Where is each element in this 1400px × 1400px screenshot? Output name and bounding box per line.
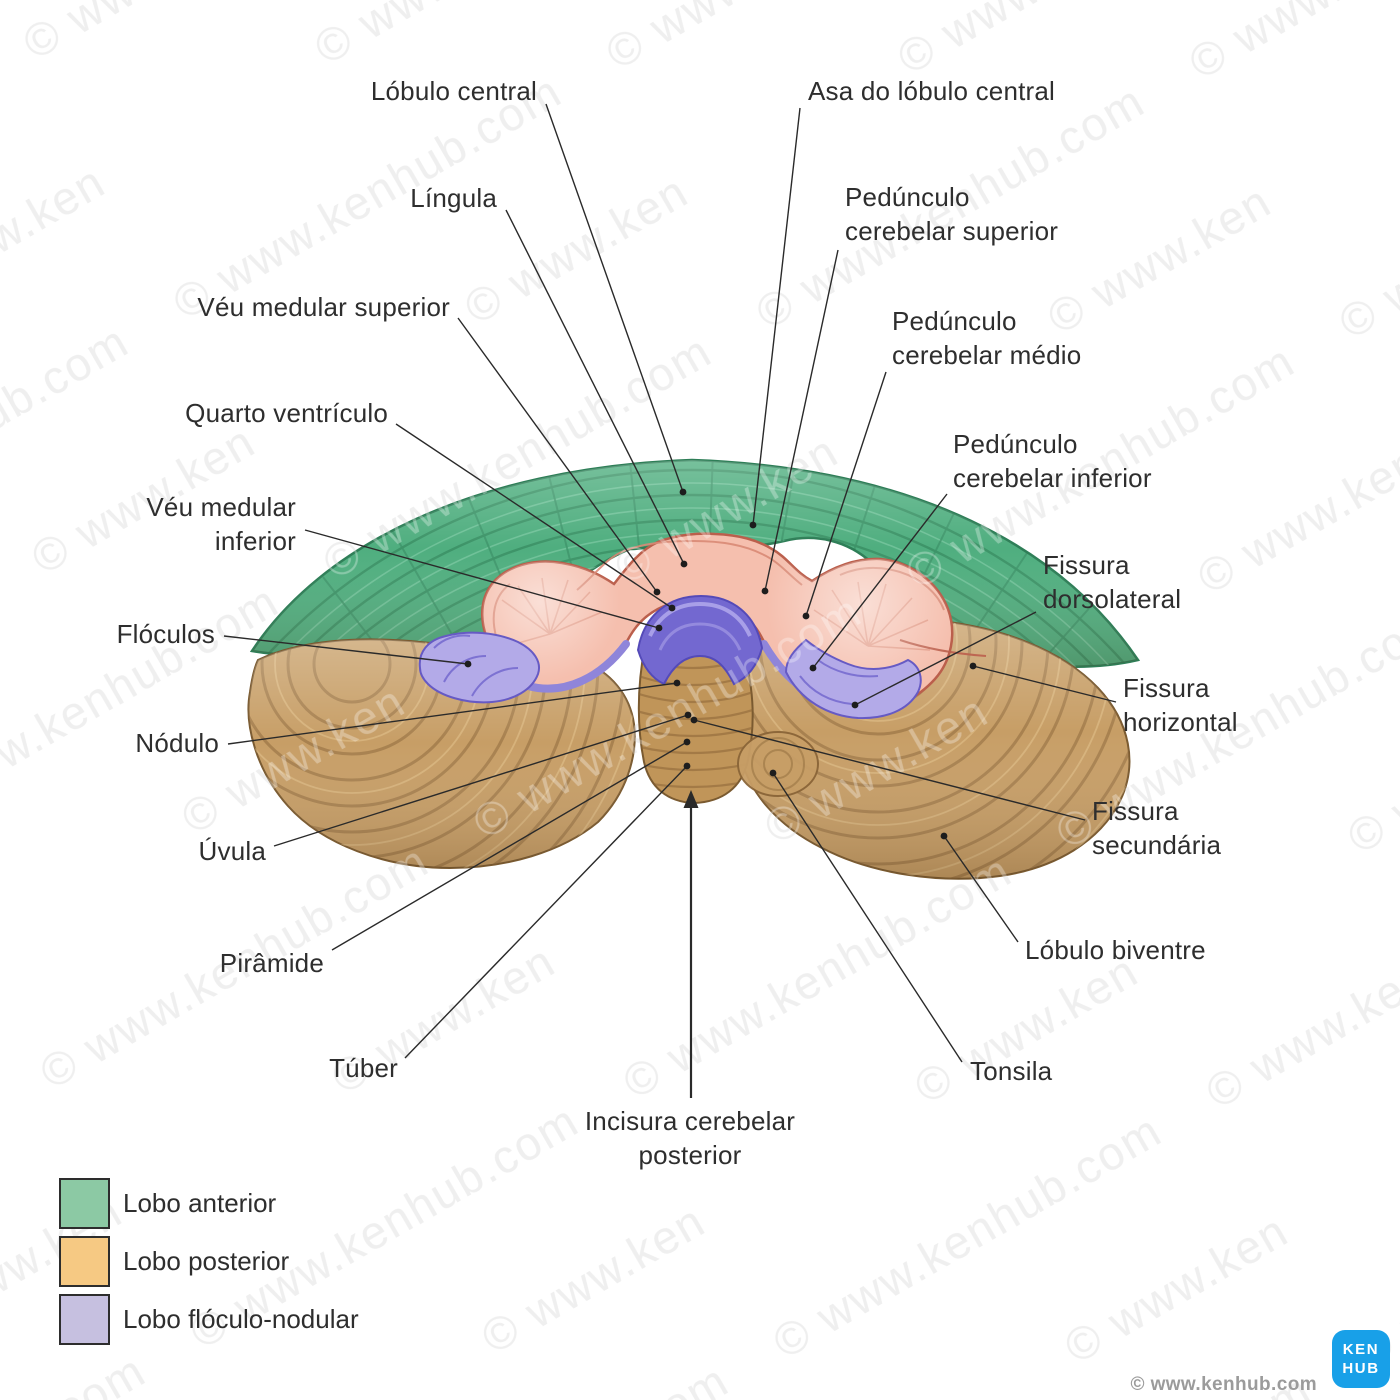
leader-nodulo bbox=[227, 682, 678, 745]
leader-asa-do-lobulo-central bbox=[752, 107, 801, 526]
dot-fissura-dorsolateral bbox=[851, 701, 859, 709]
dot-pedunculo-cerebelar-superior bbox=[761, 587, 769, 595]
legend-item-lobo-posterior: Lobo posterior bbox=[59, 1236, 359, 1287]
dot-veu-medular-inferior bbox=[655, 624, 663, 632]
label-floculos: Flóculos bbox=[116, 619, 215, 649]
dot-veu-medular-superior bbox=[653, 588, 661, 596]
dot-pedunculo-cerebelar-inferior bbox=[809, 664, 817, 672]
label-lobulo-central: Lóbulo central bbox=[370, 76, 537, 106]
kenhub-logo-line2: HUB bbox=[1342, 1360, 1380, 1377]
leader-fissura-dorsolateral bbox=[854, 611, 1037, 706]
leader-uvula bbox=[273, 714, 689, 847]
dot-lobulo-central bbox=[679, 488, 687, 496]
dot-nodulo bbox=[673, 679, 681, 687]
leader-fissura-secundaria bbox=[693, 719, 1086, 821]
dot-fissura-secundaria bbox=[690, 716, 698, 724]
leader-lingula bbox=[505, 209, 685, 565]
label-piramide: Pirâmide bbox=[219, 948, 324, 978]
leader-lobulo-biventre bbox=[943, 835, 1019, 943]
label-asa-do-lobulo-central: Asa do lóbulo central bbox=[808, 76, 1056, 106]
leader-fissura-horizontal bbox=[972, 665, 1117, 703]
leader-lobulo-central bbox=[545, 103, 684, 493]
leader-pedunculo-cerebelar-superior bbox=[764, 249, 839, 592]
dot-tonsila bbox=[769, 769, 777, 777]
dot-quarto-ventriculo bbox=[668, 604, 676, 612]
leader-pedunculo-cerebelar-inferior bbox=[812, 493, 948, 669]
leader-veu-medular-superior bbox=[457, 317, 658, 593]
label-tuber: Túber bbox=[329, 1053, 398, 1083]
kenhub-logo: KEN HUB bbox=[1332, 1330, 1390, 1388]
dot-lingula bbox=[680, 560, 688, 568]
label-tonsila: Tonsila bbox=[970, 1056, 1053, 1086]
legend-item-lobo-floculo-nodular: Lobo flóculo-nodular bbox=[59, 1294, 359, 1345]
legend-item-lobo-anterior: Lobo anterior bbox=[59, 1178, 359, 1229]
label-nodulo: Nódulo bbox=[135, 728, 219, 758]
leader-veu-medular-inferior bbox=[304, 529, 660, 629]
dot-lobulo-biventre bbox=[940, 832, 948, 840]
label-veu-medular-superior: Véu medular superior bbox=[197, 292, 450, 322]
leader-pedunculo-cerebelar-medio bbox=[805, 371, 887, 617]
dot-asa-do-lobulo-central bbox=[749, 521, 757, 529]
dot-floculos bbox=[464, 660, 472, 668]
label-lingula: Língula bbox=[410, 183, 497, 213]
leader-tonsila bbox=[772, 772, 963, 1063]
dot-pedunculo-cerebelar-medio bbox=[802, 612, 810, 620]
legend-swatch-lobo-anterior bbox=[59, 1178, 110, 1229]
legend-swatch-lobo-floculo-nodular bbox=[59, 1294, 110, 1345]
legend: Lobo anterior Lobo posterior Lobo flócul… bbox=[59, 1178, 359, 1352]
label-quarto-ventriculo: Quarto ventrículo bbox=[185, 398, 388, 428]
leader-tuber bbox=[404, 765, 688, 1059]
kenhub-logo-line1: KEN bbox=[1342, 1341, 1380, 1358]
incisura-arrow bbox=[683, 790, 699, 1098]
dot-piramide bbox=[683, 738, 691, 746]
leader-lines bbox=[223, 103, 1117, 1063]
dot-fissura-horizontal bbox=[969, 662, 977, 670]
legend-label-lobo-anterior: Lobo anterior bbox=[123, 1188, 277, 1218]
leader-piramide bbox=[331, 741, 688, 951]
dot-uvula bbox=[684, 711, 692, 719]
legend-label-lobo-floculo-nodular: Lobo flóculo-nodular bbox=[123, 1304, 359, 1334]
legend-label-lobo-posterior: Lobo posterior bbox=[123, 1246, 290, 1276]
dot-tuber bbox=[683, 762, 691, 770]
label-uvula: Úvula bbox=[198, 836, 266, 866]
leader-dots bbox=[464, 488, 977, 840]
leader-quarto-ventriculo bbox=[395, 423, 673, 609]
legend-swatch-lobo-posterior bbox=[59, 1236, 110, 1287]
copyright-text: © www.kenhub.com bbox=[1130, 1374, 1317, 1395]
leader-floculos bbox=[223, 635, 469, 665]
label-lobulo-biventre: Lóbulo biventre bbox=[1025, 935, 1206, 965]
